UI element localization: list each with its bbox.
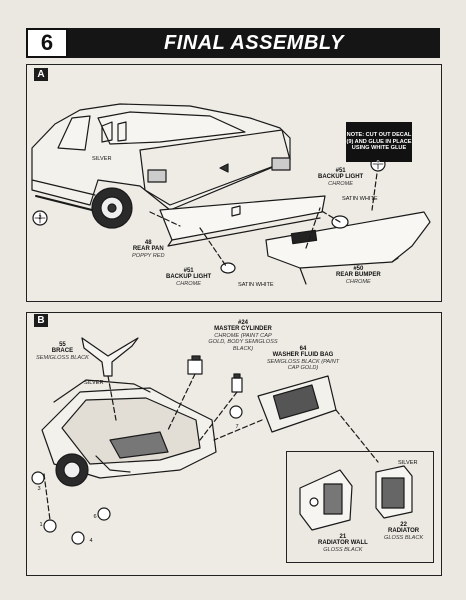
backup-light-left [220, 262, 236, 274]
callout-6: 6 [93, 514, 97, 520]
panel-b-label: B [34, 314, 48, 327]
car-front-illustration [41, 379, 217, 487]
radiator-wall-part [299, 469, 353, 531]
page-title: FINAL ASSEMBLY [68, 28, 440, 58]
silver-label-b-2: SILVER [398, 460, 418, 466]
radiator-part [375, 465, 413, 519]
brace-part [81, 337, 139, 377]
callout-1: 1 [39, 522, 43, 528]
satin-white-label: SATIN WHITE [342, 196, 378, 202]
silver-label-a: SILVER [92, 156, 112, 162]
satin-white-label-2: SATIN WHITE [238, 282, 274, 288]
car-rear-illustration [31, 103, 291, 229]
washer-fluid-bag-part [231, 373, 243, 393]
callout-7: 7 [235, 424, 239, 430]
callout-2: 2 [38, 215, 42, 221]
step-number: 6 [26, 28, 68, 58]
silver-label-b: SILVER [84, 380, 104, 386]
decal-note: NOTE: CUT OUT DECAL (9) AND GLUE IN PLAC… [346, 122, 412, 162]
callout-3: 3 [37, 486, 41, 492]
panel-a-label: A [34, 68, 48, 81]
rear-bumper-part [265, 211, 431, 285]
radiator-assembly-part [257, 375, 337, 433]
master-cylinder-part [187, 355, 203, 375]
callout-9: 9 [376, 160, 380, 166]
callout-4: 4 [89, 538, 93, 544]
